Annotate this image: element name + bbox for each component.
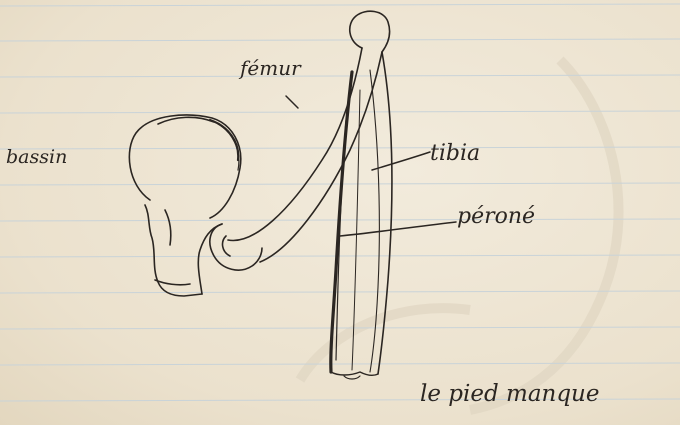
label-perone: péroné bbox=[457, 206, 535, 228]
femur-leader bbox=[286, 96, 298, 108]
label-bassin: bassin bbox=[6, 148, 67, 167]
label-tibia: tibia bbox=[430, 143, 480, 165]
label-femur: fémur bbox=[240, 58, 301, 78]
tibia-leader bbox=[372, 152, 430, 170]
label-pied-manque: le pied manque bbox=[420, 383, 600, 406]
pelvis-drawing bbox=[129, 115, 240, 296]
perone-leader bbox=[340, 222, 456, 236]
